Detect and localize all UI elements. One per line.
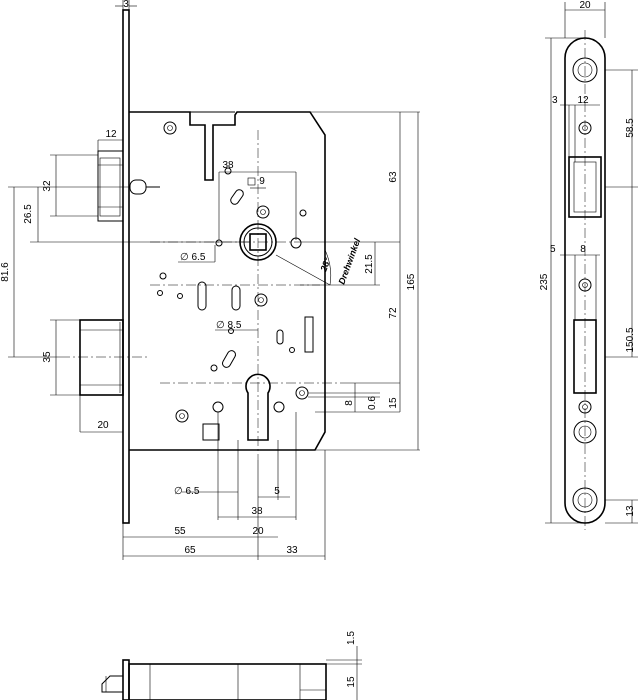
side-view: 20 3 12 58.5 235 5 8 150.5 13 [539, 0, 638, 530]
cylinder-profile [245, 373, 271, 441]
screw-bottom [175, 409, 189, 423]
latch-opening [568, 156, 602, 218]
screw-top [163, 121, 177, 135]
side-screw-bottom [572, 487, 598, 513]
bolt-opening [573, 319, 597, 394]
front-view: 28° Drehwinkel 3 12 32 26.5 81.6 35 [0, 0, 420, 560]
dim-top-58-5: 58.5 [625, 118, 636, 138]
lock-case [129, 111, 326, 451]
dim-backset-lower: 55 [174, 526, 186, 537]
dim-spindle-square: 9 [259, 176, 265, 187]
side-screw-4 [573, 420, 597, 444]
dim-hole-small: ∅ 6.5 [180, 252, 206, 263]
dim-width-8: 8 [580, 244, 586, 255]
dim-height-21-5: 21.5 [364, 254, 375, 274]
dim-cyl-spacing: 38 [251, 506, 263, 517]
dim-backset-total: 65 [184, 545, 196, 556]
angle-note: Drehwinkel [336, 237, 362, 286]
dim-cyl-offset: 20 [252, 526, 264, 537]
dim-total-235: 235 [539, 273, 550, 290]
dim-latch-offset: 26.5 [23, 204, 34, 224]
dim-spindle-spacing: 38 [222, 160, 234, 171]
dim-width-12: 12 [577, 95, 589, 106]
faceplate [122, 9, 130, 524]
dim-bolt-height: 35 [42, 351, 53, 363]
dim-total-vertical: 81.6 [0, 262, 11, 282]
bottom-case [128, 663, 327, 700]
dim-depth-15: 15 [346, 676, 357, 688]
dim-faceplate-thickness: 3 [123, 0, 129, 10]
dim-height-15: 15 [388, 397, 399, 409]
dim-offset-5: 5 [550, 244, 556, 255]
bottom-view: 1.5 15 [101, 631, 362, 700]
dim-height-72: 72 [388, 307, 399, 319]
dim-offset-3: 3 [552, 95, 558, 106]
dim-thickness-1-5: 1.5 [346, 631, 357, 645]
side-screw-2 [578, 278, 592, 292]
side-screw-1 [578, 121, 592, 135]
bottom-faceplate [122, 659, 130, 700]
dim-height-63: 63 [388, 171, 399, 183]
dim-height-8: 8 [344, 400, 355, 406]
side-screw-top [572, 57, 598, 83]
screw-upper [256, 205, 270, 219]
angle-label: 28° [318, 256, 333, 274]
side-screw-3 [578, 400, 592, 414]
dim-mid-150-5: 150.5 [625, 327, 636, 352]
dim-plate-width: 20 [579, 0, 591, 11]
dim-latch-width: 12 [105, 129, 117, 140]
dim-hole-medium: ∅ 8.5 [216, 320, 242, 331]
deadbolt [79, 319, 124, 396]
screw-mid [254, 293, 268, 307]
dim-total-height: 165 [406, 273, 417, 290]
screw-lower [295, 386, 309, 400]
dim-rear-width: 33 [286, 545, 298, 556]
dim-small-offset: 5 [274, 486, 280, 497]
dim-bottom-13: 13 [625, 505, 636, 517]
dim-hole-bottom: ∅ 6.5 [174, 486, 200, 497]
dim-latch-height: 32 [42, 180, 53, 192]
dim-bolt-width: 20 [97, 420, 109, 431]
dim-height-0-6: 0.6 [367, 396, 378, 410]
